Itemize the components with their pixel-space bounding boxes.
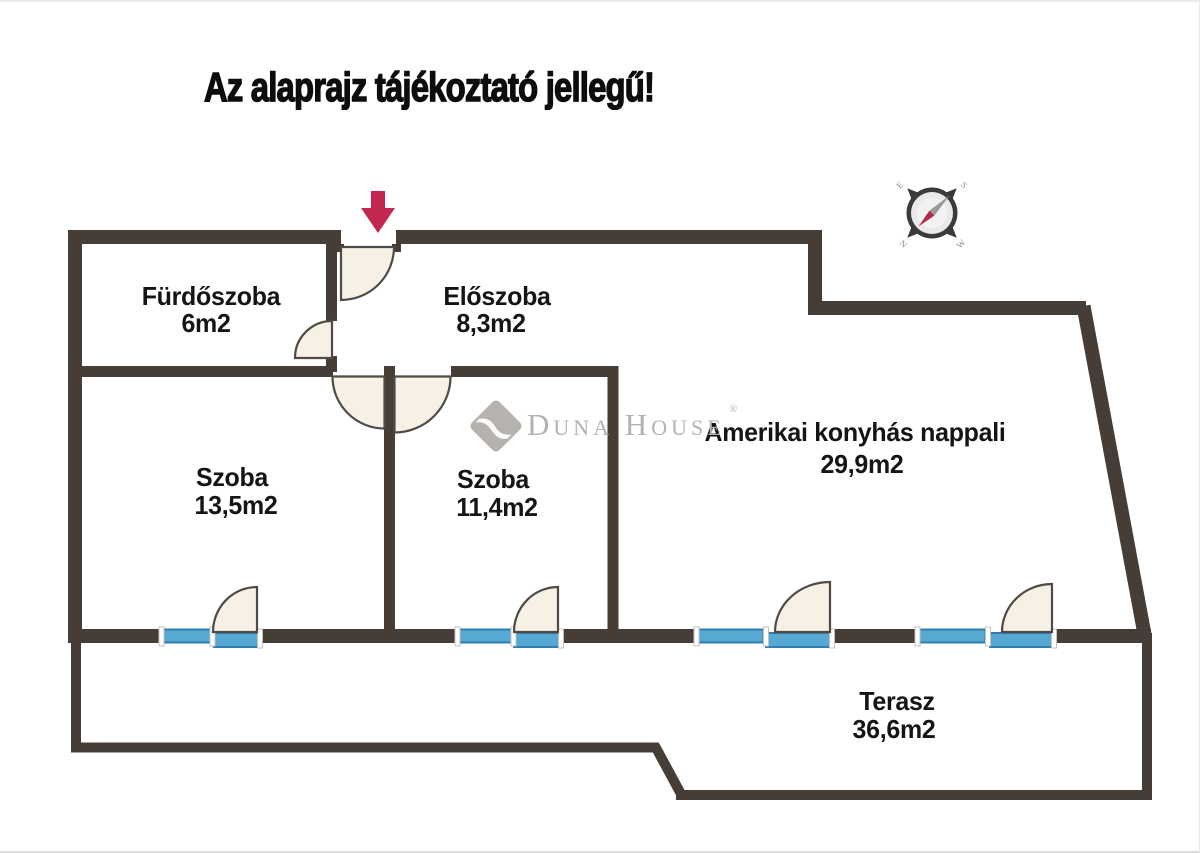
room-label-eloszoba: Előszoba [443, 281, 551, 311]
room-area-szoba2: 11,4m2 [456, 492, 538, 522]
window-szoba2 [458, 628, 513, 644]
door-entrance [339, 245, 396, 302]
threshold-door-szoba2 [513, 632, 560, 648]
compass-letter-nw: E [894, 179, 905, 190]
threshold-door-szoba1 [213, 632, 259, 648]
entrance-arrow-icon [361, 191, 395, 233]
room-area-nappali: 29,9m2 [820, 449, 904, 479]
room-label-furdoszoba: Fürdőszoba [141, 281, 281, 311]
compass-icon: E S W N [894, 179, 969, 250]
window-nappali-2 [918, 628, 987, 644]
door-szoba2-entry [393, 375, 452, 434]
wall-right-slanted [1076, 304, 1152, 639]
window-jamb-tabs [158, 626, 1057, 649]
bottom-edge-line [0, 851, 1200, 853]
duna-house-logo-diamond [470, 400, 522, 452]
room-label-terasz: Terasz [859, 686, 935, 716]
duna-house-watermark-text: Duna House [527, 407, 725, 442]
door-terrace-nappali-2 [1000, 582, 1054, 634]
room-label-szoba2: Szoba [456, 464, 530, 494]
window-nappali-1 [697, 628, 765, 644]
door-terrace-nappali-1 [773, 580, 832, 634]
door-szoba1-entry [331, 375, 386, 430]
door-terrace-szoba1 [211, 585, 259, 634]
threshold-door-nappali-1 [765, 632, 831, 648]
room-label-nappali: Amerikai konyhás nappali [704, 417, 1006, 447]
room-label-szoba1: Szoba [195, 462, 269, 492]
room-area-terasz: 36,6m2 [852, 714, 936, 744]
top-edge-line [0, 0, 1200, 2]
registered-trademark-icon: ® [729, 403, 738, 415]
entrance-jamb-left [335, 244, 344, 252]
terrace-wall-diagonal [650, 743, 686, 797]
compass-letter-se: W [954, 237, 967, 250]
room-area-furdoszoba: 6m2 [181, 308, 231, 338]
disclaimer-title: Az alaprajz tájékoztató jellegű! [203, 63, 655, 110]
door-terrace-szoba2 [512, 585, 560, 634]
room-area-eloszoba: 8,3m2 [456, 308, 526, 338]
window-szoba1 [162, 628, 212, 644]
room-area-szoba1: 13,5m2 [194, 490, 278, 520]
compass-letter-ne: S [959, 180, 970, 191]
entrance-jamb-right [392, 244, 401, 252]
compass-letter-sw: N [897, 238, 909, 250]
door-bathroom [293, 319, 334, 360]
threshold-door-nappali-2 [989, 632, 1053, 648]
